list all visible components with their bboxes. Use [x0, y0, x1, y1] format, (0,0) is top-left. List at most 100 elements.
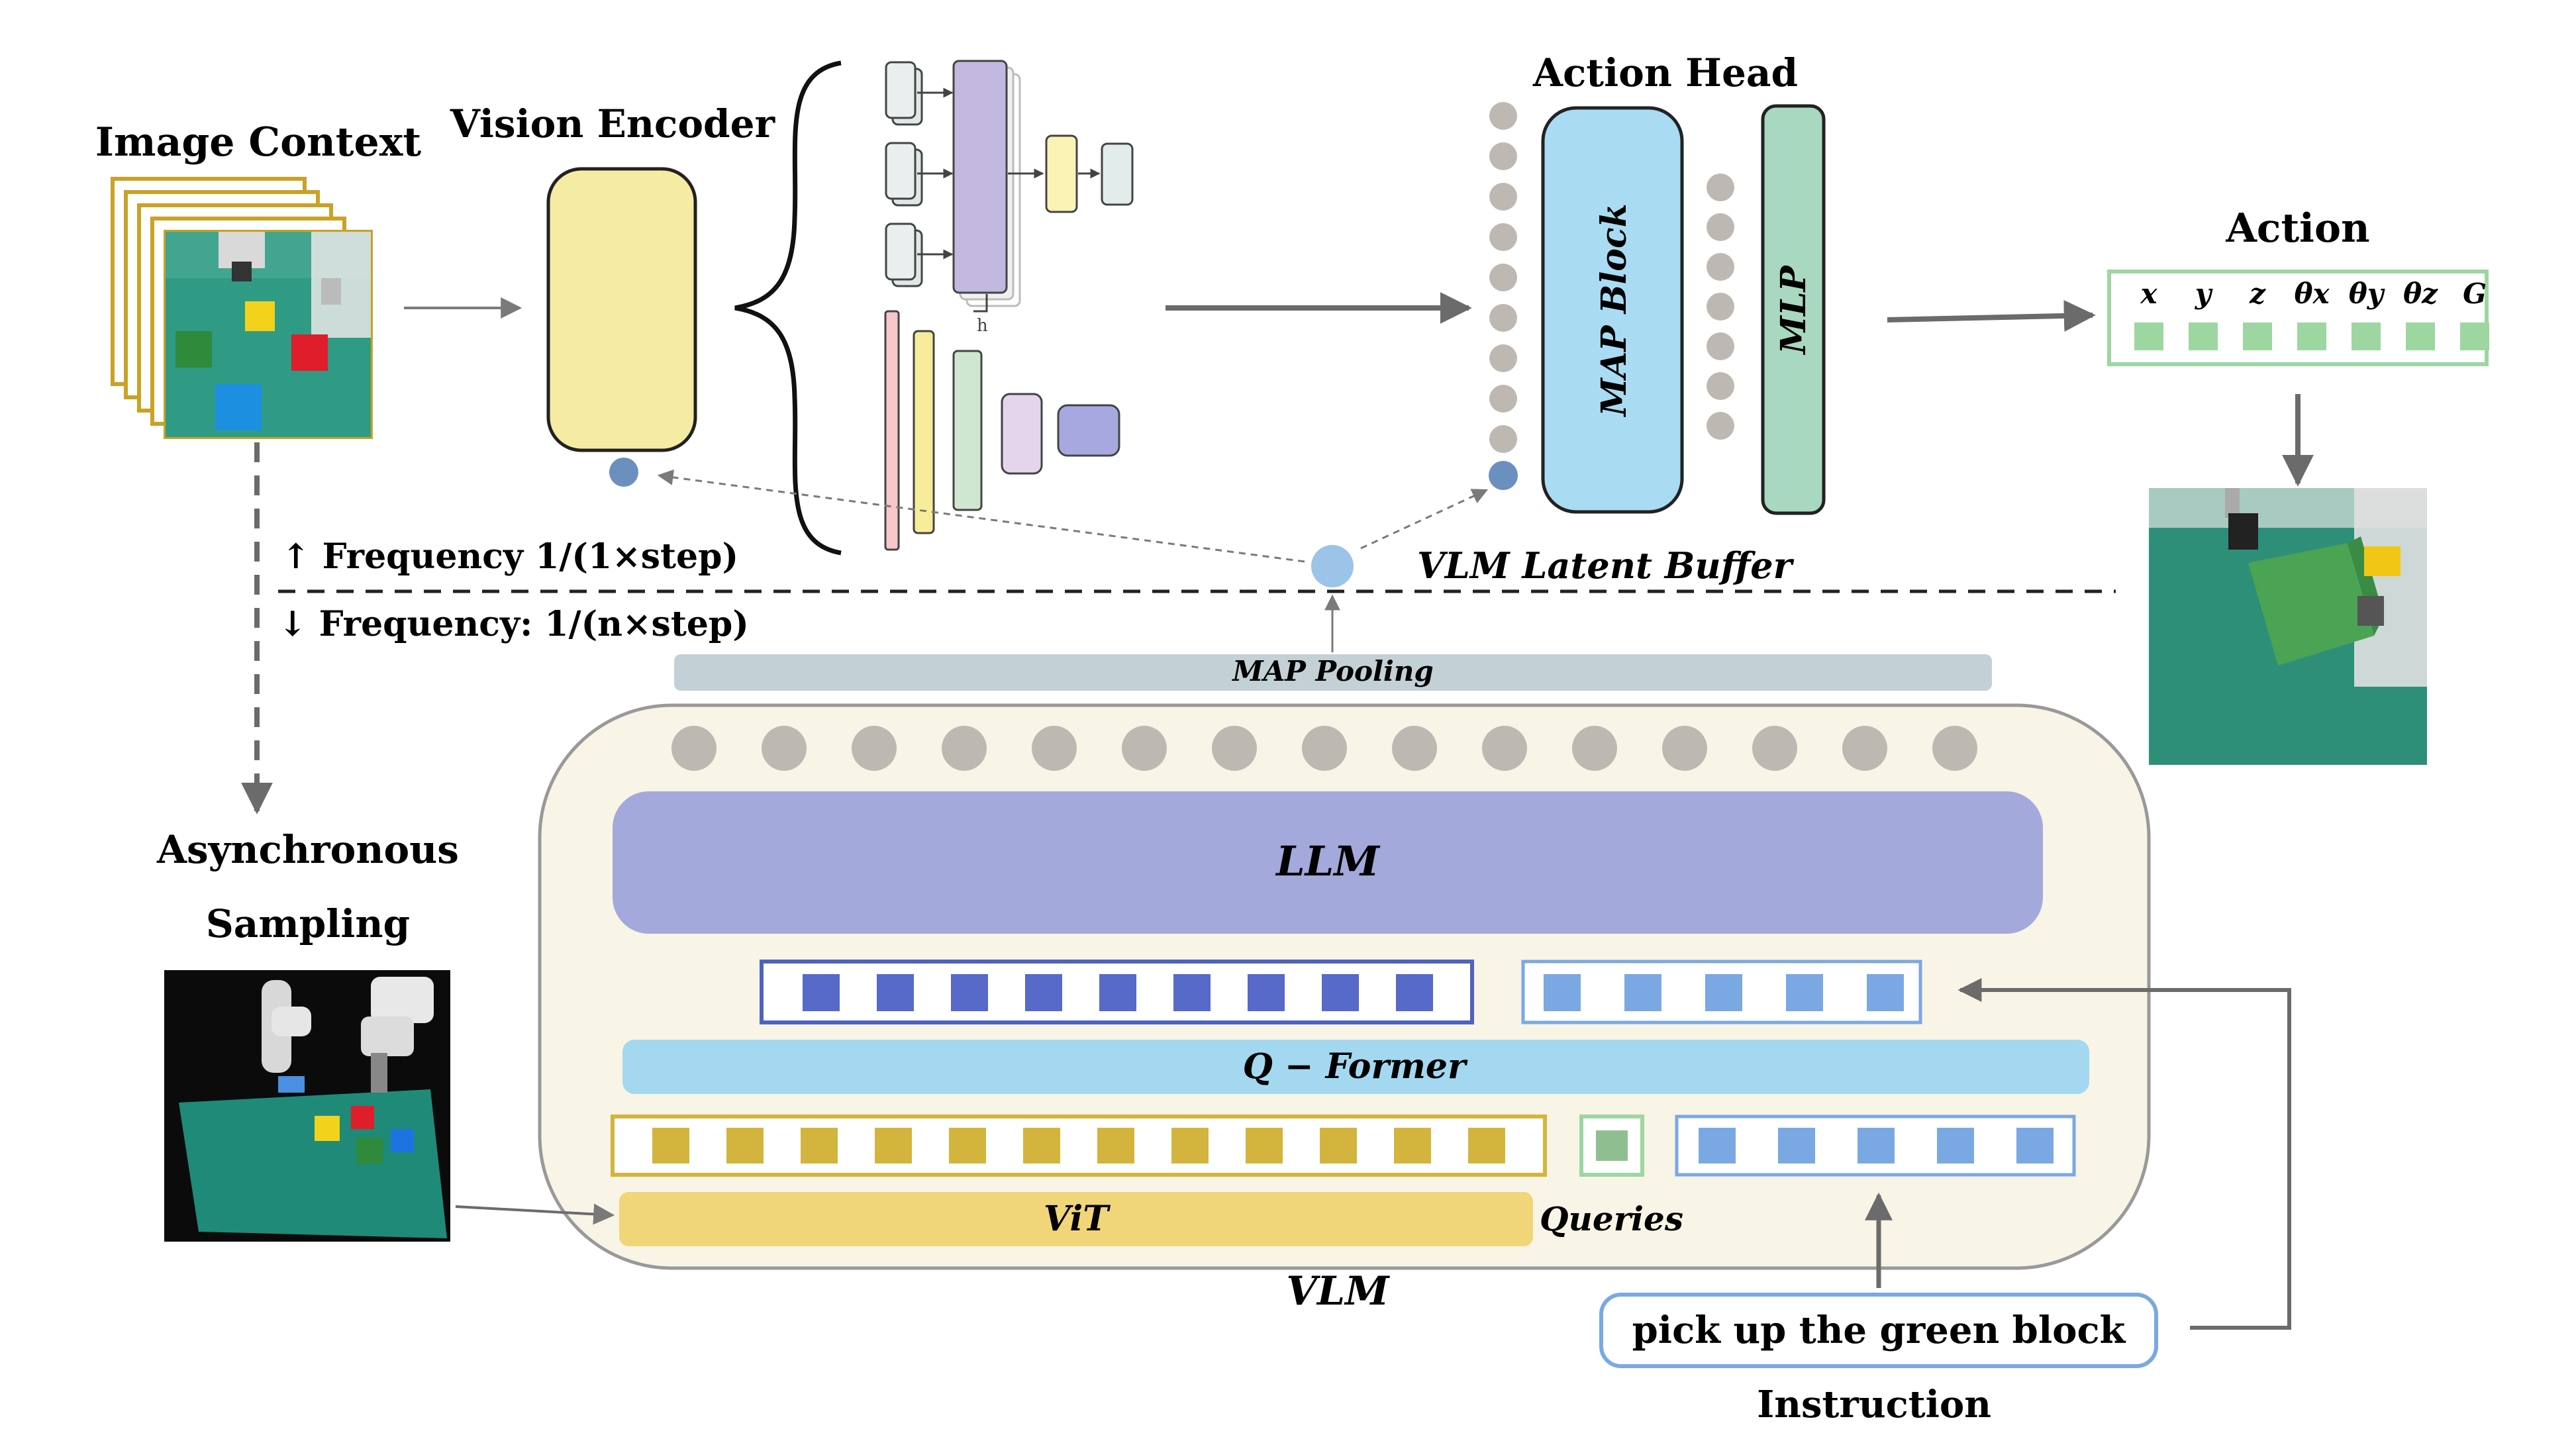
query-token [1248, 974, 1285, 1011]
h-glyph: h [977, 316, 988, 336]
instruction-label: Instruction [1757, 1383, 1991, 1426]
frequency-low-label: ↓ Frequency: 1/(n×step) [278, 604, 749, 644]
llm-output-token [852, 726, 897, 771]
visual-token [726, 1128, 764, 1164]
map-output-token [1707, 213, 1734, 241]
queries-token [1596, 1130, 1628, 1161]
action-component-token [2406, 322, 2435, 350]
map-output-token [1707, 253, 1734, 281]
sampling-label: Sampling [206, 901, 410, 946]
visual-tokens [652, 1128, 1505, 1164]
text-token [1778, 1128, 1815, 1164]
map-block [1541, 106, 1684, 514]
action-component-label: θz [2403, 277, 2438, 310]
query-tokens [803, 974, 1433, 1011]
map-output-tokens [1707, 173, 1734, 440]
q-former-label: Q − Former [1243, 1046, 1468, 1087]
sampling-to-vit-arrow [455, 1203, 615, 1225]
llm-output-token [942, 726, 987, 771]
text-token [1867, 974, 1904, 1011]
input-token [1489, 223, 1517, 251]
visual-token [1097, 1128, 1134, 1164]
query-token [1025, 974, 1062, 1011]
map-block-label: MAP Block [1594, 203, 1634, 417]
action-component-label: θy [2349, 277, 2385, 310]
action-component-token [2460, 322, 2489, 350]
robot-scene-photo [166, 232, 371, 437]
lab-robot-photo [164, 970, 450, 1242]
visual-token-group [611, 1115, 1547, 1177]
action-component-token [2297, 322, 2326, 350]
query-token [951, 974, 988, 1011]
action-component-token [2352, 322, 2381, 350]
map-output-token [1707, 412, 1734, 440]
input-token [1489, 183, 1517, 211]
map-output-token [1707, 173, 1734, 201]
curly-brace [734, 60, 842, 556]
buffer-to-action-head-arrow [1360, 489, 1489, 550]
text-token [1786, 974, 1823, 1011]
action-component-label: y [2195, 277, 2213, 310]
action-component-label: G [2463, 277, 2487, 310]
mlp-to-action-arrow [1887, 299, 2096, 332]
text-tokens-upper [1544, 974, 1904, 1011]
query-token [877, 974, 914, 1011]
instruction-feedback-arrow [1957, 978, 2291, 1330]
visual-token [1320, 1128, 1357, 1164]
input-token [1489, 264, 1517, 291]
vlm-label: VLM [1286, 1268, 1390, 1314]
visual-token [1246, 1128, 1283, 1164]
vision-encoder-label: Vision Encoder [450, 101, 776, 146]
text-token [1937, 1128, 1974, 1164]
llm-block [613, 791, 2043, 934]
latent-buffer-token [1489, 461, 1518, 490]
input-token [1489, 102, 1517, 130]
q-former-block [622, 1040, 2089, 1094]
action-component-label: z [2249, 277, 2266, 310]
vlm-latent-buffer-token [1311, 545, 1354, 587]
llm-output-tokens [671, 726, 1977, 771]
input-token [1489, 385, 1517, 413]
buffer-to-encoder-arrow [657, 469, 1305, 563]
instruction-text: pick up the green block [1632, 1309, 2126, 1352]
query-token [1322, 974, 1359, 1011]
query-token [1173, 974, 1211, 1011]
llm-output-token [1302, 726, 1347, 771]
visual-token [949, 1128, 986, 1164]
vlm-latent-buffer-label: VLM Latent Buffer [1417, 544, 1795, 587]
llm-output-token [1752, 726, 1797, 771]
input-token [1489, 425, 1517, 453]
image-context-label: Image Context [95, 119, 422, 166]
transformer-sketch: h [885, 60, 1134, 336]
visual-token [801, 1128, 838, 1164]
asynchronous-label: Asynchronous [156, 827, 459, 872]
llm-output-token [1392, 726, 1437, 771]
text-tokens-lower [1699, 1128, 2054, 1164]
action-component-token [2189, 322, 2218, 350]
frequency-high-label: ↑ Frequency 1/(1×step) [281, 536, 738, 577]
action-component-token [2134, 322, 2163, 350]
query-token [803, 974, 840, 1011]
map-output-token [1707, 293, 1734, 321]
llm-label: LLM [1275, 837, 1381, 885]
llm-output-token [671, 726, 717, 771]
query-token [1099, 974, 1136, 1011]
text-token [2016, 1128, 2054, 1164]
visual-token [1023, 1128, 1060, 1164]
llm-output-token [1662, 726, 1707, 771]
input-token [1489, 304, 1517, 332]
action-head-input-tokens [1489, 102, 1517, 453]
llm-output-token [1212, 726, 1257, 771]
input-token [1489, 344, 1517, 372]
vit-block [619, 1192, 1533, 1246]
vit-label: ViT [1044, 1199, 1111, 1239]
query-token [1396, 974, 1433, 1011]
action-component-label: x [2140, 277, 2157, 310]
encoder-layer-bars [884, 310, 1120, 551]
map-output-token [1707, 332, 1734, 360]
visual-token [1394, 1128, 1431, 1164]
mlp-label: MLP [1773, 264, 1814, 355]
text-token [1624, 974, 1661, 1011]
